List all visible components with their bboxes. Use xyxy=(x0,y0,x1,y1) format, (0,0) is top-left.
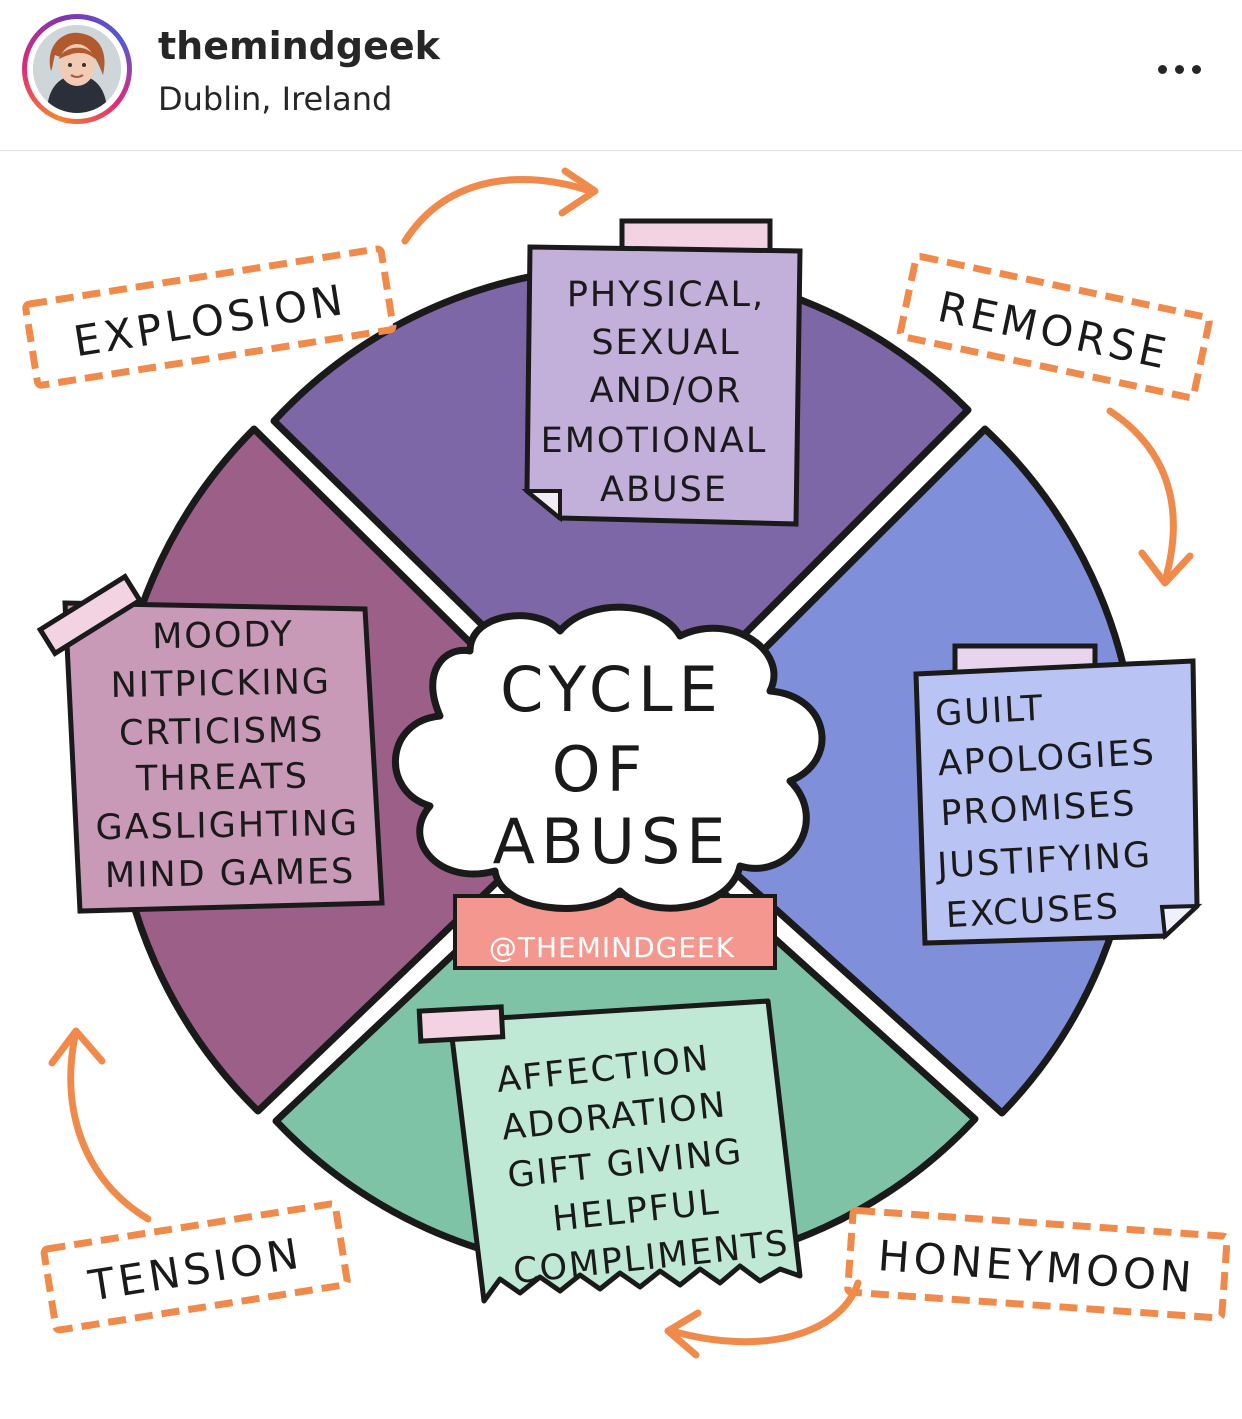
username[interactable]: themindgeek xyxy=(158,24,440,68)
more-horizontal-icon[interactable] xyxy=(1150,55,1210,85)
arrow-remorse-to-honeymoon xyxy=(1106,407,1194,587)
note-tension-line-3: CRTICISMS xyxy=(119,710,325,754)
profile-photo xyxy=(33,25,121,113)
center-cloud: CYCLE OF ABUSE xyxy=(392,603,826,912)
note-explosion: PHYSICAL, SEXUAL AND/OR EMOTIONAL ABUSE xyxy=(521,218,803,527)
watermark: @THEMINDGEEK xyxy=(489,931,735,964)
note-honeymoon: AFFECTION ADORATION GIFT GIVING HELPFUL … xyxy=(416,998,803,1304)
stage-label-honeymoon: HONEYMOON xyxy=(844,1206,1231,1322)
cycle-of-abuse-diagram: PHYSICAL, SEXUAL AND/OR EMOTIONAL ABUSE … xyxy=(0,151,1242,1415)
note-tension-line-4: THREATS xyxy=(135,757,310,800)
note-explosion-line-2: SEXUAL xyxy=(591,323,740,363)
note-tension-line-6: MIND GAMES xyxy=(105,852,356,896)
note-explosion-line-3: AND/OR xyxy=(590,371,743,411)
stage-label-tension: TENSION xyxy=(40,1200,351,1334)
arrow-tension-to-explosion xyxy=(48,1027,152,1223)
center-title-line-2: OF xyxy=(552,733,648,806)
note-remorse: GUILT APOLOGIES PROMISES JUSTIFYING EXCU… xyxy=(913,643,1203,946)
note-explosion-line-4: EMOTIONAL xyxy=(541,421,768,461)
note-tension: MOODY NITPICKING CRTICISMS THREATS GASLI… xyxy=(36,573,385,914)
stage-label-remorse: REMORSE xyxy=(896,252,1213,402)
note-explosion-line-1: PHYSICAL, xyxy=(567,275,765,315)
note-tension-line-5: GASLIGHTING xyxy=(95,804,359,849)
note-remorse-line-5: EXCUSES xyxy=(945,887,1121,936)
watermark-bar: @THEMINDGEEK xyxy=(453,894,777,970)
arrow-explosion-to-remorse xyxy=(401,167,599,245)
center-title-line-3: ABUSE xyxy=(493,805,732,878)
location[interactable]: Dublin, Ireland xyxy=(158,80,393,118)
arrow-honeymoon-to-tension xyxy=(664,1279,862,1359)
avatar[interactable] xyxy=(22,14,132,124)
note-remorse-line-1: GUILT xyxy=(934,689,1045,735)
post-header: themindgeek Dublin, Ireland xyxy=(0,0,1242,151)
note-tension-line-2: NITPICKING xyxy=(110,662,331,706)
center-title-line-1: CYCLE xyxy=(500,653,724,726)
note-explosion-line-5: ABUSE xyxy=(600,470,728,510)
note-tension-line-1: MOODY xyxy=(152,615,294,657)
